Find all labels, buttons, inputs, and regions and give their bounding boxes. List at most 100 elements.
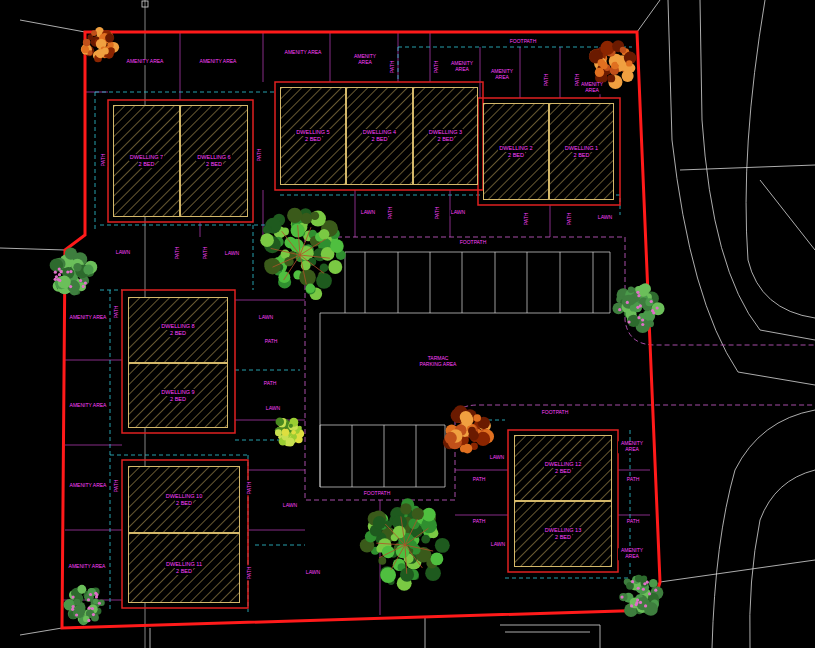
dwelling-name: DWELLING 12 <box>544 461 582 468</box>
shrub-flower <box>636 291 639 294</box>
dwelling-plot: DWELLING 82 BED <box>128 297 228 363</box>
area-label: PATH <box>524 212 530 227</box>
dwelling-label-group: DWELLING 42 BED <box>347 88 412 184</box>
tree-leaf <box>619 593 627 601</box>
hatch-fill <box>129 467 239 532</box>
tree-leaf <box>299 269 316 286</box>
hatch-fill <box>515 502 611 566</box>
plot-line <box>248 530 305 531</box>
plot-line <box>65 360 122 361</box>
tree-branch <box>300 255 330 258</box>
area-label: LAWN <box>360 210 376 216</box>
tree-branch <box>300 239 325 255</box>
tree-leaf <box>435 538 450 553</box>
dwelling-plot: DWELLING 132 BED <box>514 501 612 567</box>
context-line <box>746 0 815 318</box>
dwelling-plot: DWELLING 112 BED <box>128 533 240 603</box>
dwelling-name: 2 BED <box>175 568 193 575</box>
dwelling-name: 2 BED <box>175 500 193 507</box>
tree-symbol <box>443 405 494 453</box>
fence-line <box>505 578 630 579</box>
tree-leaf <box>430 552 443 565</box>
plot-line <box>65 445 122 446</box>
area-label: TARMAC PARKING AREA <box>415 356 461 368</box>
parking-line <box>462 252 463 313</box>
area-label: PATH <box>472 519 487 525</box>
shrub-flower <box>88 607 91 610</box>
shrub-flower <box>644 604 647 607</box>
dwelling-plot: DWELLING 122 BED <box>514 435 612 501</box>
tree-leaf <box>627 315 639 327</box>
plot-line <box>180 32 181 100</box>
dwelling-name: DWELLING 5 <box>295 129 330 136</box>
shrub-flower <box>60 270 63 273</box>
area-label: AMENITY AREA <box>69 403 108 409</box>
area-label: PATH <box>114 305 120 320</box>
tree-leaf <box>412 508 424 520</box>
dwelling-plot: DWELLING 12 BED <box>549 103 614 200</box>
tree-branch <box>298 225 300 255</box>
area-label: PATH <box>434 60 440 75</box>
tree-leaf <box>91 614 99 622</box>
context-line <box>680 165 815 170</box>
crosshair-box <box>142 1 148 7</box>
parking-line <box>593 252 594 313</box>
dwelling-plot: DWELLING 102 BED <box>128 466 240 533</box>
tree-leaf <box>400 503 411 514</box>
fence-line <box>235 370 300 371</box>
tree-leaf <box>263 225 272 234</box>
tree-leaf <box>301 213 312 224</box>
shrub-flower <box>87 619 90 622</box>
plot-line <box>200 222 201 237</box>
dwelling-name: 2 BED <box>304 136 322 143</box>
area-label: PATH <box>203 246 209 261</box>
parking-line <box>430 252 431 313</box>
shrub-flower <box>626 301 629 304</box>
context-line <box>700 0 815 340</box>
shrub-flower <box>631 580 634 583</box>
shrub-flower <box>87 598 90 601</box>
area-label: PATH <box>247 566 253 581</box>
tree-branch <box>300 227 311 255</box>
footpath-line <box>455 405 815 420</box>
plot-line <box>330 32 331 82</box>
dwelling-label-group: DWELLING 92 BED <box>129 364 227 427</box>
area-label: AMENITY AREA <box>578 82 606 94</box>
shrub-flower <box>55 275 58 278</box>
dwelling-name: 2 BED <box>507 152 525 159</box>
plot-line <box>235 300 305 301</box>
tree-leaf <box>93 599 98 604</box>
dwelling-label-group: DWELLING 52 BED <box>281 88 345 184</box>
terrace-outline <box>275 82 483 190</box>
fence-line <box>100 225 265 226</box>
plot-line <box>455 515 508 516</box>
shrub-flower <box>72 595 75 598</box>
tree-leaf <box>620 47 626 53</box>
shrub-flower <box>98 602 101 605</box>
tree-leaf <box>275 429 282 436</box>
tree-leaf <box>445 432 457 444</box>
shrub-flower <box>650 300 653 303</box>
context-line <box>500 625 600 648</box>
dwelling-name: DWELLING 7 <box>129 154 164 161</box>
area-label: AMENITY AREA <box>69 483 108 489</box>
context-line <box>150 628 151 648</box>
tree-branch <box>405 545 422 568</box>
tree-branch <box>405 528 428 545</box>
area-label: PATH <box>567 212 573 227</box>
shrub-flower <box>651 309 654 312</box>
shrub-flower <box>95 593 98 596</box>
hatch-fill <box>414 88 477 184</box>
tree-leaf <box>380 567 396 583</box>
parking-line <box>352 425 353 487</box>
context-line <box>20 20 85 32</box>
dwelling-plot: DWELLING 62 BED <box>180 105 248 217</box>
plot-line <box>560 47 561 98</box>
hatch-fill <box>129 364 227 427</box>
area-label: LAWN <box>489 455 505 461</box>
hatch-fill <box>129 534 239 602</box>
parking-line <box>320 425 445 426</box>
area-label: LAWN <box>490 542 506 548</box>
plot-line <box>263 32 264 82</box>
dwelling-label-group: DWELLING 82 BED <box>129 298 227 362</box>
